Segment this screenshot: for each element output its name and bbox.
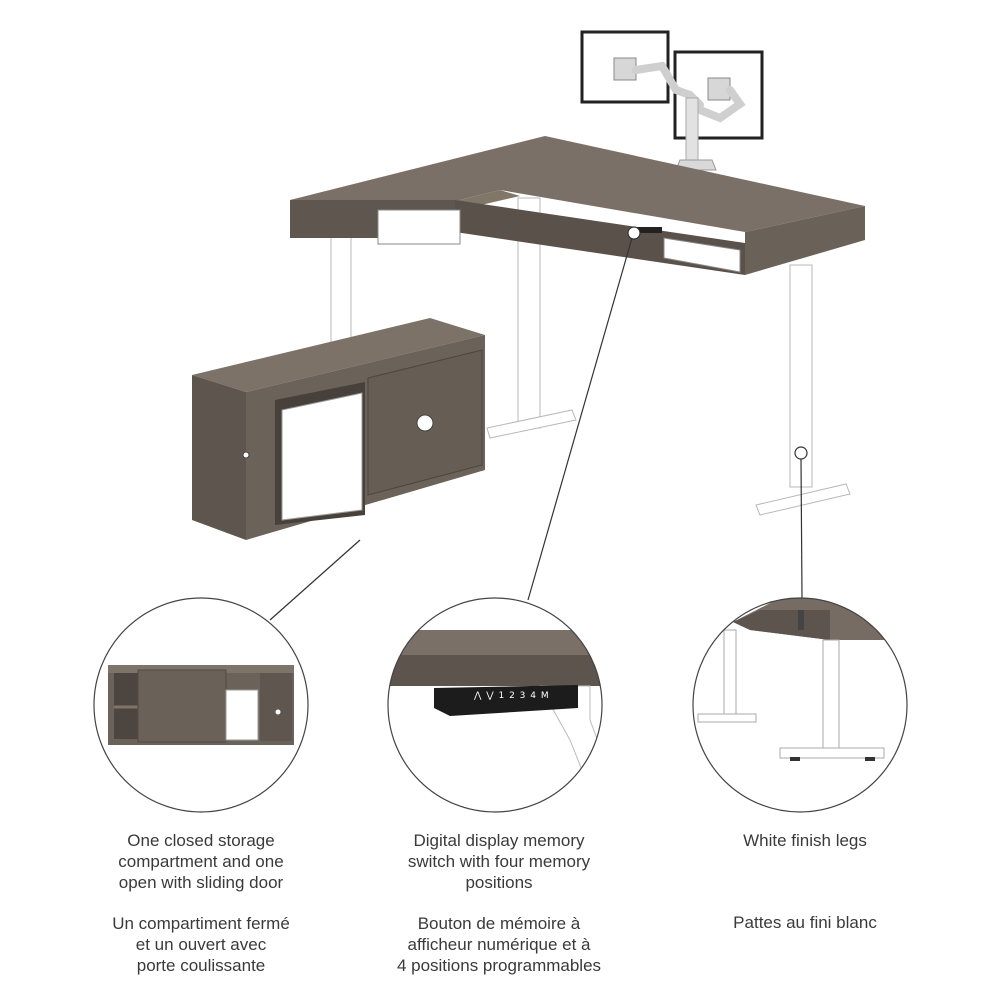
caption-en-line: White finish legs [743,831,867,850]
door-finger-hole [416,414,434,432]
caption-en-line: compartment and one [118,852,284,871]
desktop-top [290,136,865,232]
storage-cabinet [192,318,485,540]
caption-keypad: Digital display memory switch with four … [349,830,649,976]
desk-leg-left [330,231,352,357]
dual-monitor-arm [580,30,764,171]
caption-fr-line: porte coulissante [136,956,266,975]
desk-keypad [636,227,662,233]
caption-en-line: open with sliding door [118,873,284,892]
caption-fr-line: Un compartiment fermé [112,914,290,933]
detail-circle-legs [692,597,908,813]
caption-fr-line: afficheur numérique et à [407,935,591,954]
caption-legs: White finish legs Pattes au fini blanc [655,830,955,933]
caption-fr-line: 4 positions programmables [396,956,602,975]
caption-storage: One closed storage compartment and one o… [51,830,351,976]
caption-en-line: One closed storage [127,831,275,850]
l-shaped-desk [290,136,865,516]
caption-fr-line: Bouton de mémoire à [417,914,581,933]
detail-circle-storage [93,597,309,813]
caption-en-line: positions [465,873,533,892]
monitor-arm-pole [685,97,699,161]
caption-en-line: Digital display memory [413,831,585,850]
callout-lines [269,226,808,621]
keypad-glyphs: ⋀ ⋁ 1 2 3 4 M [473,691,550,701]
caption-fr-line: et un ouvert avec [135,935,267,954]
detail-circle-keypad: ⋀ ⋁ 1 2 3 4 M [387,597,603,813]
caption-en-line: switch with four memory [407,852,591,871]
caption-fr-line: Pattes au fini blanc [733,913,877,932]
